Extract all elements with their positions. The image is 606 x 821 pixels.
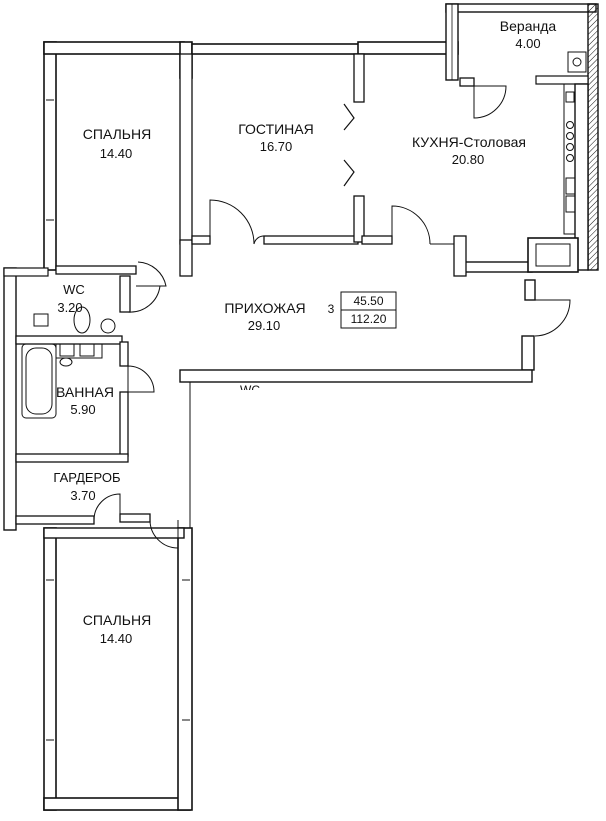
summary-box (340, 291, 397, 329)
kitchen-sink (565, 177, 576, 195)
doors (93, 85, 571, 549)
room-area-wc: 3.20 (57, 300, 83, 315)
bathtub (21, 343, 57, 419)
kitchen-fixtures (563, 51, 587, 235)
room-name-veranda: Веранда (499, 18, 557, 34)
wash-basin (55, 343, 103, 359)
room-name-bedroom-2: СПАЛЬНЯ (82, 612, 152, 628)
room-area-kitchen: 20.80 (451, 152, 485, 167)
apartment-total-area: 112.20 (350, 312, 387, 326)
wc-basin (100, 318, 116, 334)
room-name-living: ГОСТИНАЯ (238, 121, 314, 137)
room-area-living: 16.70 (259, 139, 293, 154)
stove-burner (566, 143, 574, 151)
room-area-hall: 29.10 (247, 318, 281, 333)
neighbor-wc-label: WC (240, 383, 260, 390)
room-area-bedroom-1: 14.40 (99, 146, 133, 161)
room-name-bath: ВАННАЯ (56, 384, 114, 400)
room-area-bedroom-2: 14.40 (99, 631, 133, 646)
interior-walls (15, 53, 475, 525)
toilet (73, 306, 91, 334)
toilet-tank (33, 313, 49, 327)
room-name-hall: ПРИХОЖАЯ (224, 300, 306, 316)
veranda-sink (567, 51, 587, 73)
windows (46, 99, 190, 741)
room-area-wardrobe: 3.70 (70, 488, 96, 503)
apartment-living-area: 45.50 (353, 294, 384, 308)
stove-burner (566, 121, 574, 129)
apartment-rooms-count: 3 (327, 302, 335, 316)
room-area-bath: 5.90 (70, 402, 96, 417)
bath-fixtures (21, 306, 116, 419)
stove-burner (566, 154, 574, 162)
room-name-wc: WC (63, 282, 85, 297)
room-name-bedroom-1: СПАЛЬНЯ (82, 126, 152, 142)
room-name-wardrobe: ГАРДЕРОБ (53, 470, 121, 485)
room-name-kitchen: КУХНЯ-Столовая (411, 134, 527, 150)
kitchen-sink (565, 195, 576, 213)
stove-burner (566, 132, 574, 140)
room-area-veranda: 4.00 (515, 36, 541, 51)
